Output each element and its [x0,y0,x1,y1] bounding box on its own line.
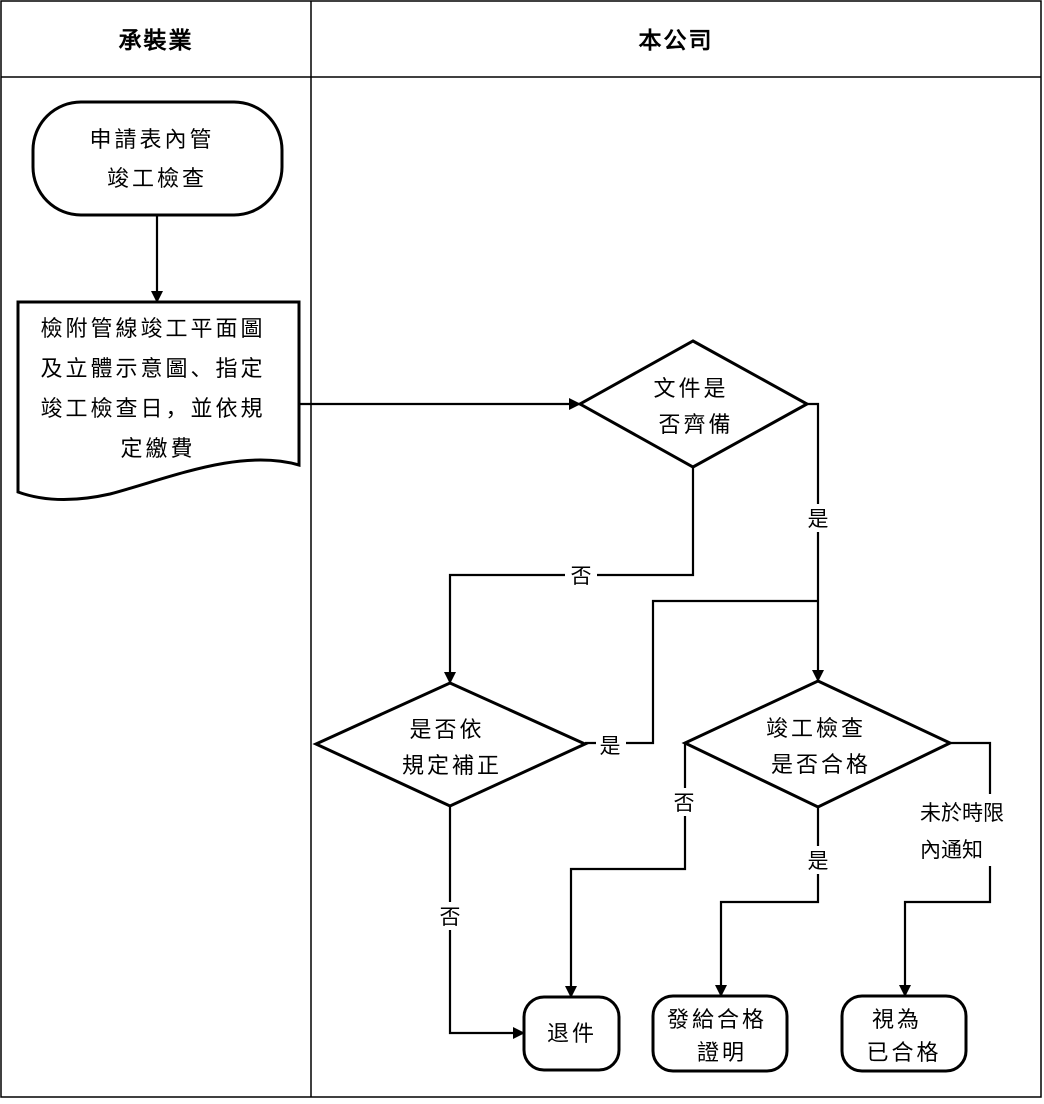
edge-docs-yes [807,402,824,682]
edge-inspection-yes [715,807,820,997]
edge-label-correction-yes: 是 [600,734,621,758]
inspection-pass-label: 竣工檢查 是否合格 [766,717,876,778]
deemed-pass-label: 視為 已合格 [866,1008,941,1066]
edge-correction-no [448,806,525,1039]
lane-header-applicant: 承裝業 [119,27,194,54]
decision-correction [312,681,589,808]
end-reject [522,995,621,1072]
lane-header-company: 本公司 [639,28,714,54]
start-terminator [31,100,284,217]
reject-label: 退件 [547,1022,597,1047]
edge-label-inspection-yes: 是 [808,849,829,873]
start-label: 申請表內管 竣工檢查 [89,128,224,192]
correction-label: 是否依 規定補正 [402,718,502,779]
edge-inspection-no [565,743,687,998]
edge-label-not-notified: 未於時限 內通知 [920,801,1011,862]
documents-label: 檢附管線竣工平面圖 及立體示意圖、指定 竣工檢查日，並依規 定繳費 [40,317,275,462]
document-shape [16,300,301,501]
edge-label-inspection-no: 否 [674,791,695,815]
edge-not-notified [899,741,992,997]
docs-complete-label: 文件是 否齊備 [653,377,738,438]
end-issue-certificate [651,994,789,1073]
issue-certificate-label: 發給合格 證明 [667,1008,777,1066]
edge-label-docs-no: 否 [571,564,592,588]
edge-label-docs-yes: 是 [808,507,829,531]
decision-docs-complete [576,339,811,469]
end-deemed-pass [840,994,968,1073]
connectors [151,215,992,1039]
decision-inspection-pass [681,679,954,809]
edge-label-correction-no: 否 [440,905,461,929]
